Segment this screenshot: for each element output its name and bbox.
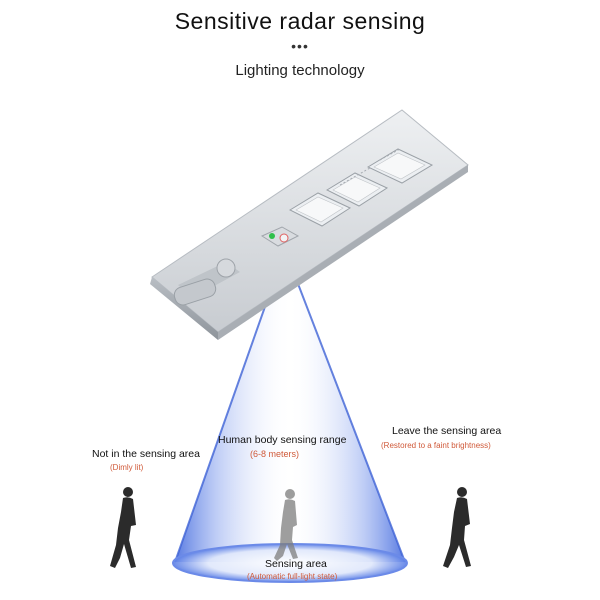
walking-person-dark-icon xyxy=(110,487,136,568)
label-full-light: (Automatic full-light state) xyxy=(247,572,338,581)
page-subtitle: Lighting technology xyxy=(235,62,365,79)
radar-sensor-icon xyxy=(260,226,300,247)
label-faint-brightness: (Restored to a faint brightness) xyxy=(381,441,491,450)
label-dimly-lit: (Dimly lit) xyxy=(110,463,144,472)
label-sensing-range: Human body sensing range xyxy=(218,434,347,446)
solar-street-lamp-icon xyxy=(150,109,469,340)
ellipsis-separator: ••• xyxy=(291,38,309,54)
label-range-meters: (6-8 meters) xyxy=(250,449,300,459)
led-panel-icon xyxy=(288,192,352,227)
led-panel-icon xyxy=(325,172,389,207)
walking-person-faded-icon xyxy=(274,489,298,561)
walking-person-dark-icon xyxy=(443,487,471,568)
label-leave-area: Leave the sensing area xyxy=(392,425,502,437)
label-sensing-area: Sensing area xyxy=(265,558,327,570)
page-title: Sensitive radar sensing xyxy=(174,8,426,34)
label-not-in-area: Not in the sensing area xyxy=(92,448,200,460)
